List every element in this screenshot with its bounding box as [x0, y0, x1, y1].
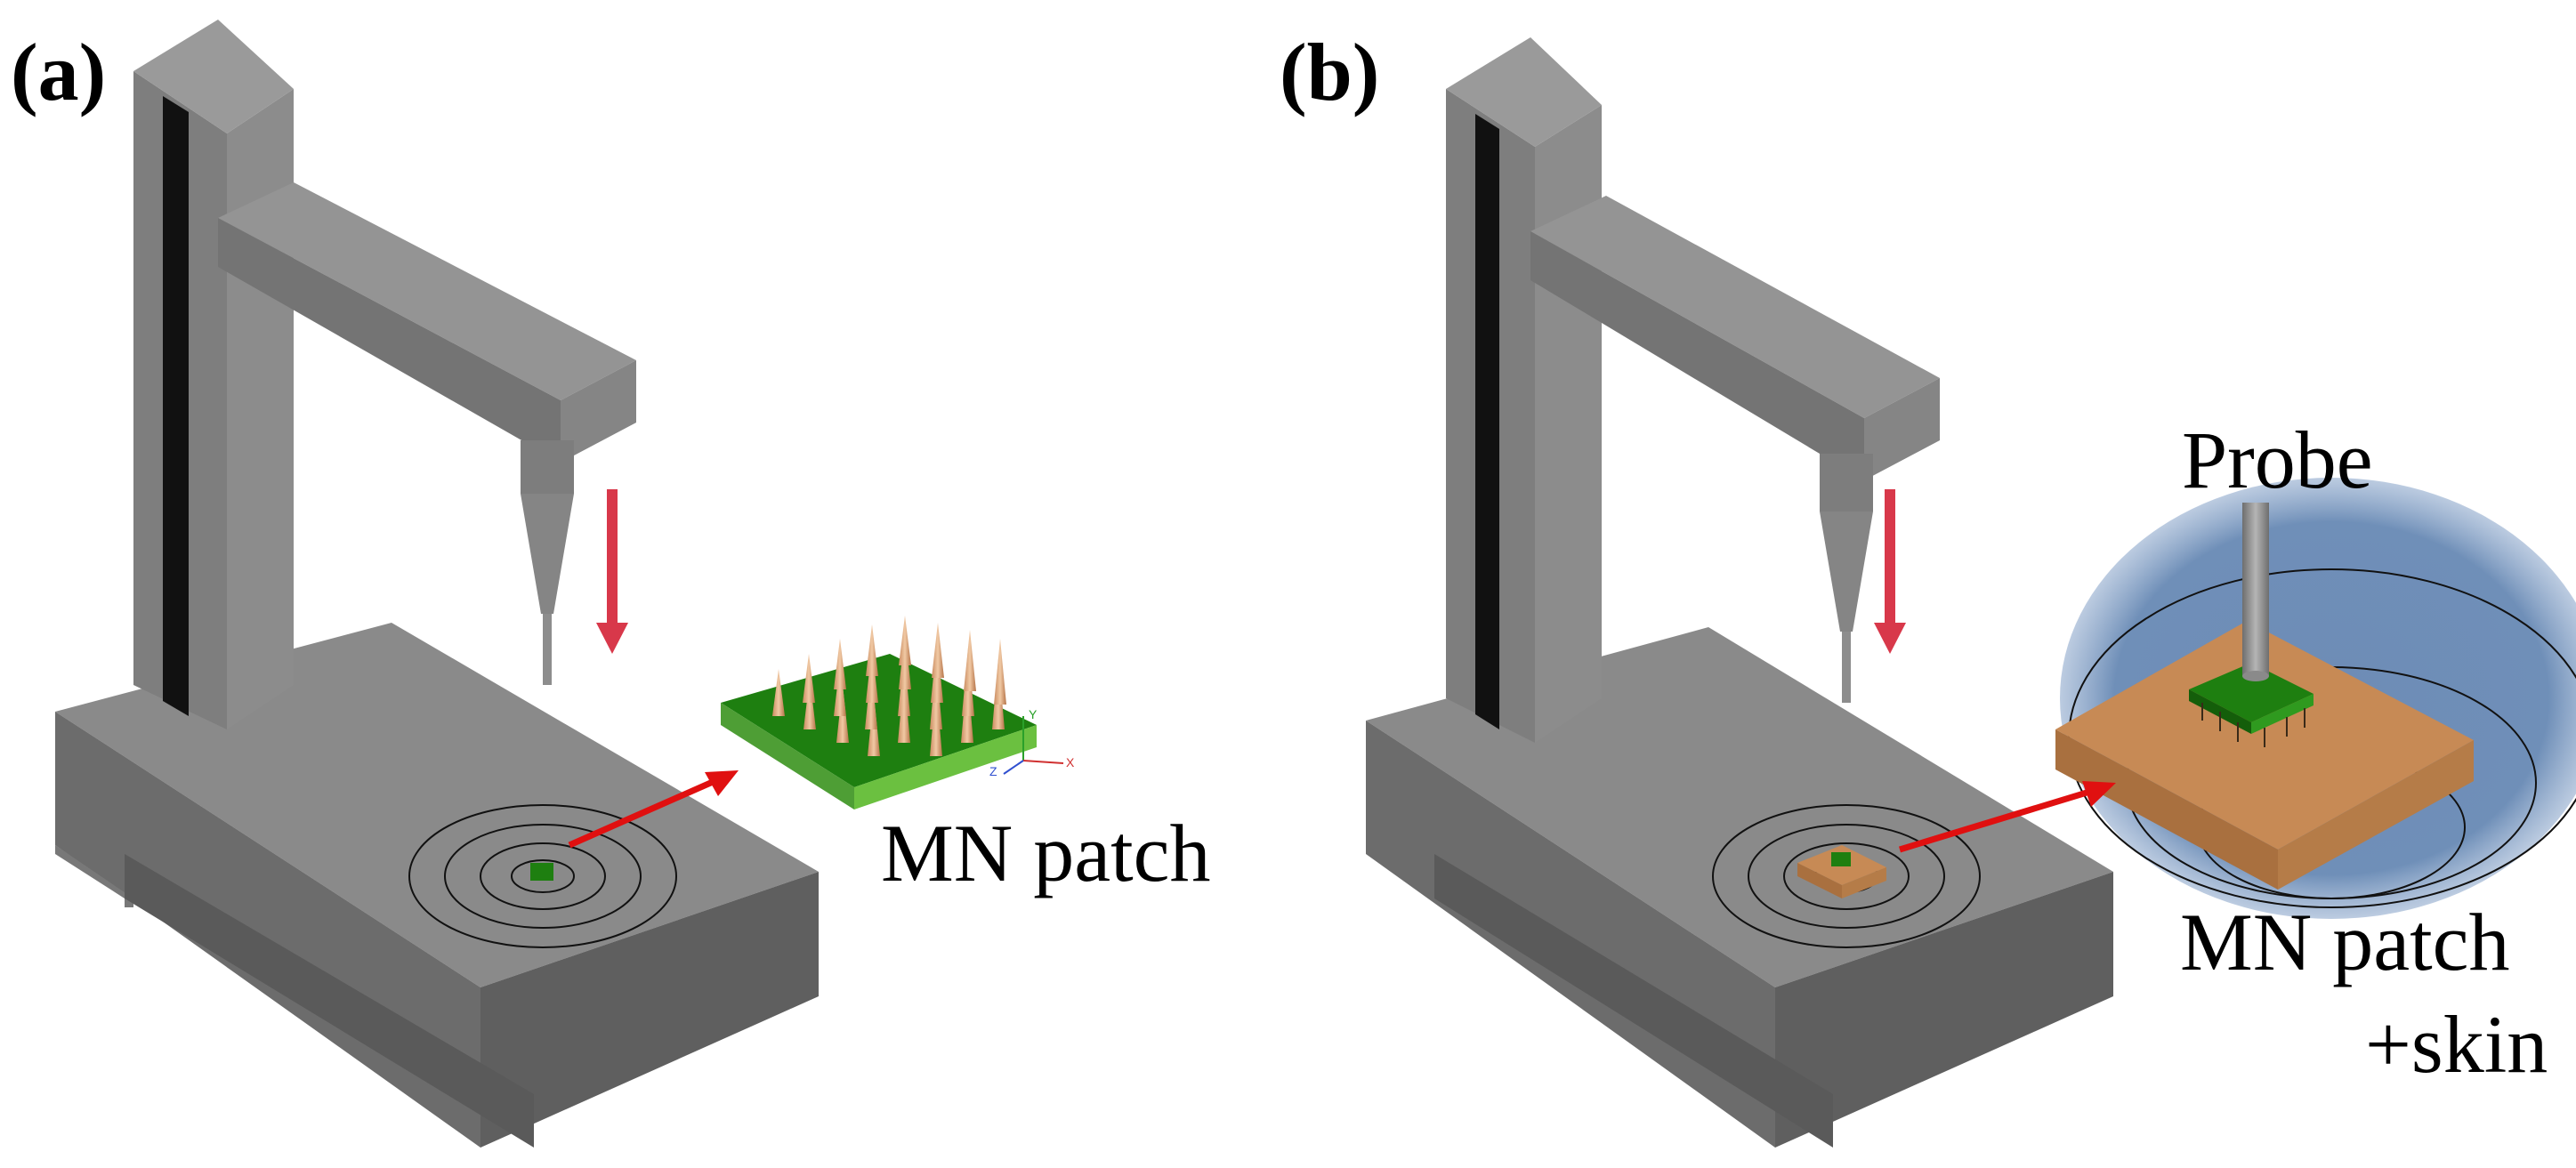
- base-right-face: [1775, 872, 2113, 1148]
- down-arrow-a: [596, 489, 628, 654]
- test-machine-a: [55, 20, 819, 1148]
- down-arrow-b: [1874, 489, 1906, 654]
- panel-a-label: (a): [11, 27, 106, 117]
- column-top: [133, 20, 294, 133]
- test-machine-b: [1366, 37, 2113, 1148]
- patch-top: [721, 654, 1037, 787]
- base-foot: [1434, 854, 1833, 1148]
- zoom-inset: [2055, 478, 2576, 919]
- spindle-probe: [543, 614, 552, 685]
- mn-patch-skin-label-line1: MN patch: [2180, 897, 2509, 987]
- target-rings: [408, 804, 677, 948]
- axis-triad: Y X Z: [989, 707, 1075, 778]
- panel-a: (a): [11, 20, 1210, 1148]
- base-foot: [125, 854, 534, 1148]
- patch-right: [854, 725, 1037, 810]
- arm-top: [218, 182, 636, 400]
- column-side: [1535, 105, 1602, 743]
- mn-patch-zoom: [2189, 663, 2314, 747]
- callout-arrow-b: [1898, 781, 2116, 853]
- axis-y-label: Y: [1029, 707, 1038, 721]
- arm-front: [1530, 231, 1864, 480]
- mn-patch-small: [530, 863, 553, 881]
- patch-front: [721, 703, 854, 810]
- callout-arrow-a: [568, 770, 739, 849]
- base-step: [55, 845, 133, 907]
- probe-shaft: [2242, 503, 2269, 681]
- arm-top: [1530, 196, 1940, 418]
- column-rail: [1475, 114, 1499, 729]
- column-side: [227, 89, 294, 729]
- probe-label: Probe: [2182, 415, 2373, 505]
- mn-patch-label-a: MN patch: [881, 808, 1210, 898]
- axis-z-label: Z: [989, 764, 997, 778]
- panel-b-label: (b): [1280, 27, 1379, 117]
- spindle-holder: [1820, 454, 1873, 512]
- spindle-holder: [521, 440, 574, 494]
- mn-patch-3d: Y X Z: [721, 616, 1075, 810]
- arm-end: [1864, 378, 1940, 480]
- spindle-probe: [1842, 632, 1851, 703]
- spindle-cone: [1820, 512, 1873, 632]
- column-top: [1446, 37, 1602, 147]
- axis-x-label: X: [1066, 755, 1075, 769]
- arm-front: [218, 218, 561, 463]
- column-rail: [163, 96, 189, 716]
- skin-sample-small: [1797, 845, 1886, 898]
- arm-end: [561, 360, 636, 463]
- needles: [772, 616, 1006, 756]
- base-right-face: [480, 872, 819, 1148]
- spindle-cone: [521, 494, 574, 614]
- mn-patch-skin-label-line2: +skin: [2365, 999, 2548, 1090]
- panel-b: (b): [1280, 27, 2576, 1148]
